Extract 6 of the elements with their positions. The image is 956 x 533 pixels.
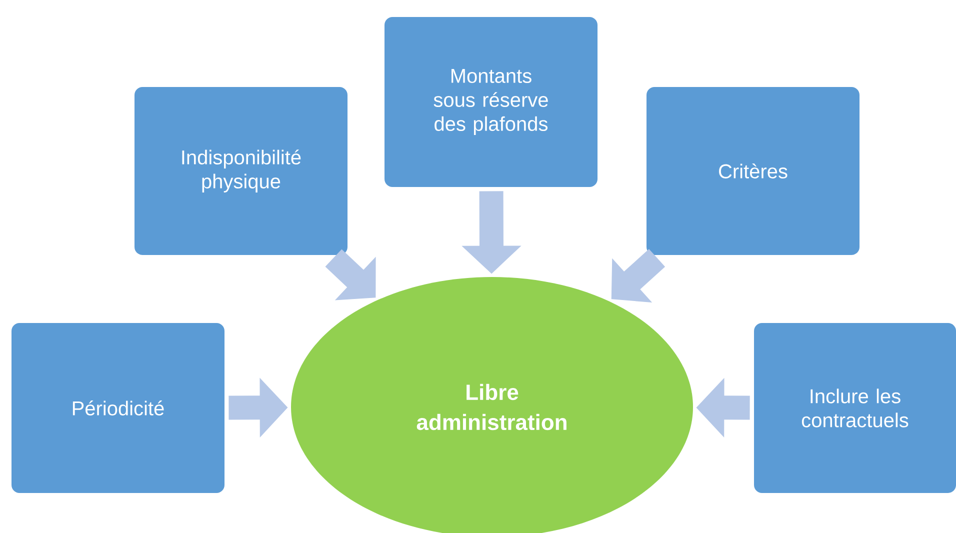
process-box: Critères	[646, 87, 860, 255]
process-box: Inclure les contractuels	[754, 323, 956, 493]
process-box: Montants sous réserve des plafonds	[384, 17, 598, 187]
process-box: Périodicité	[12, 323, 224, 493]
process-box: Indisponibilité physique	[134, 87, 348, 255]
arrow	[611, 248, 666, 303]
